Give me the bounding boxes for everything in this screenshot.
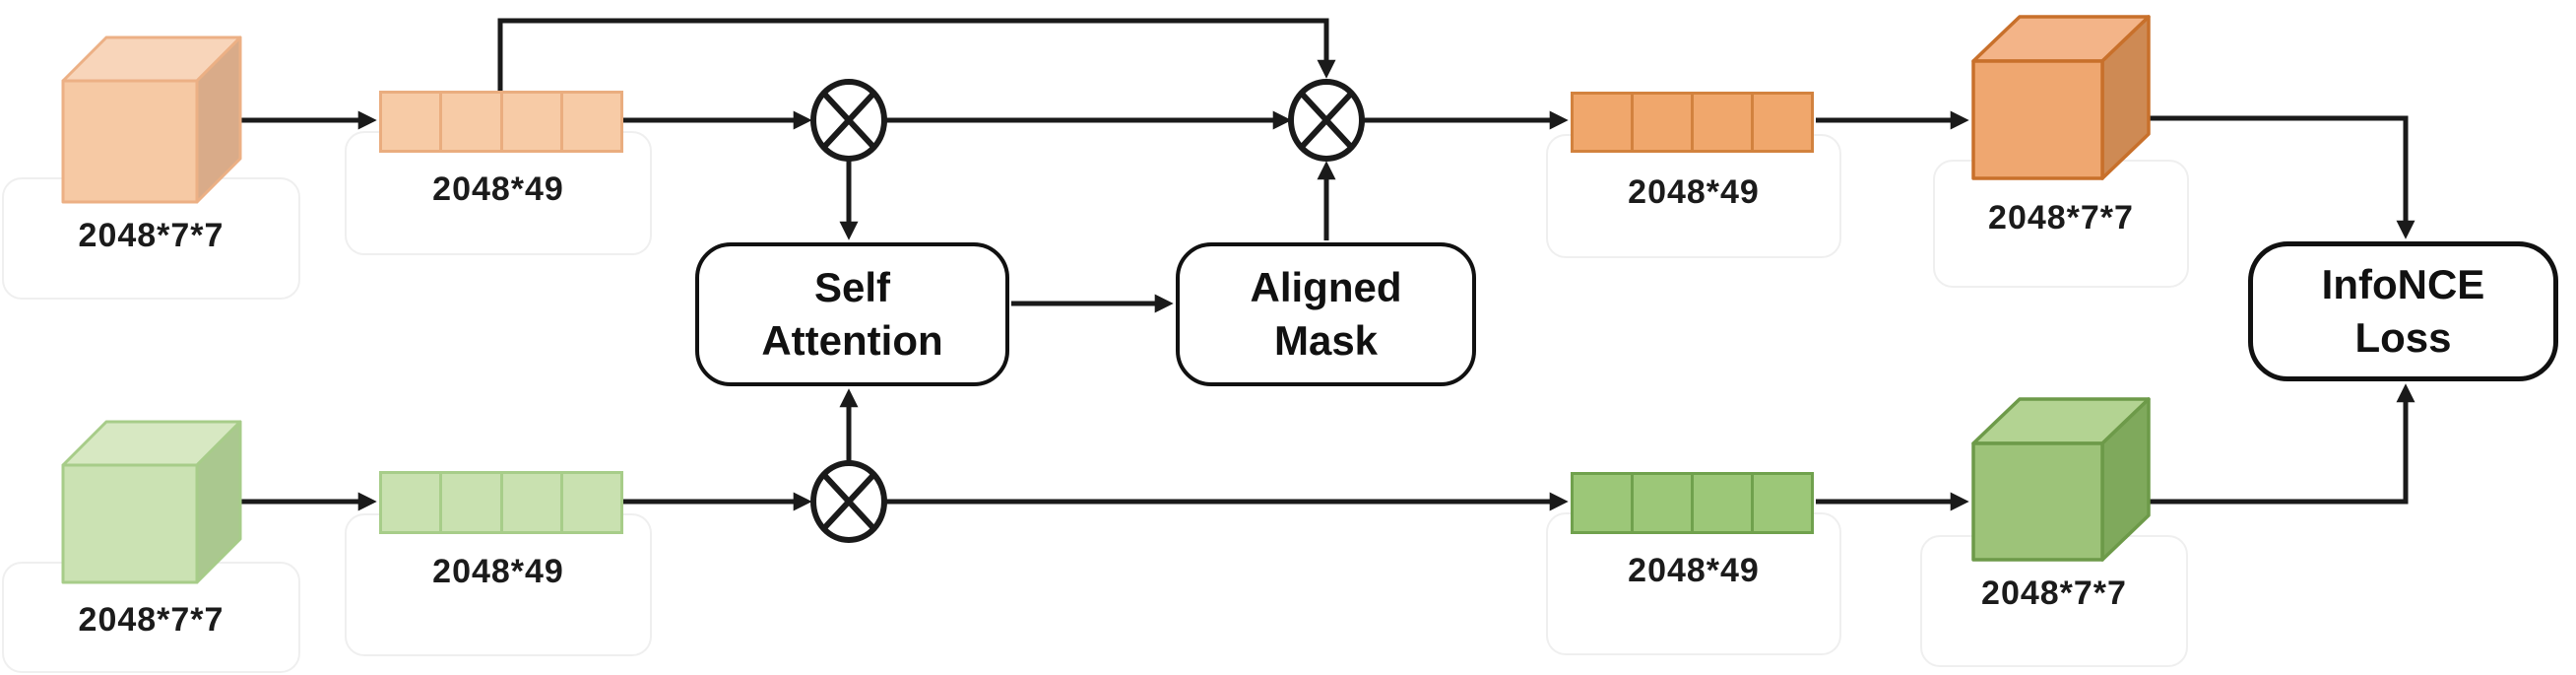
bar-cell [439, 94, 499, 150]
top-input-cube-icon [61, 35, 242, 204]
card-top-output-bar: 2048*49 [1546, 134, 1841, 258]
top-output-cube-icon [1971, 15, 2151, 180]
bottom-input-cube-icon [61, 420, 242, 584]
bar-cell [1691, 95, 1751, 150]
bar-cell [499, 474, 560, 531]
bar-cell [1631, 95, 1691, 150]
top-input-feature-bar [379, 91, 623, 153]
bottom-input-bar-dims: 2048*49 [432, 553, 564, 590]
arrow-top-cube-out-to-loss [2107, 115, 2415, 239]
bar-cell [559, 474, 620, 531]
multiply-operator-top-left-icon [810, 79, 887, 162]
top-output-feature-bar [1571, 92, 1814, 153]
card-bottom-output-bar: 2048*49 [1546, 512, 1841, 655]
infonce-loss-block: InfoNCE Loss [2248, 241, 2558, 381]
bar-cell [1574, 475, 1631, 531]
top-input-cube-dims: 2048*7*7 [78, 217, 225, 254]
infonce-loss-label: InfoNCE Loss [2321, 261, 2485, 361]
bar-cell [559, 94, 620, 150]
aligned-mask-label: Aligned Mask [1250, 264, 1402, 364]
bar-cell [382, 94, 439, 150]
multiply-operator-bottom-icon [810, 460, 887, 543]
self-attention-label: Self Attention [761, 264, 943, 364]
aligned-mask-block: Aligned Mask [1176, 242, 1476, 386]
bottom-input-feature-bar [379, 471, 623, 534]
self-attention-block: Self Attention [695, 242, 1009, 386]
bottom-output-cube-icon [1971, 397, 2151, 562]
bar-cell [1691, 475, 1751, 531]
bottom-output-cube-dims: 2048*7*7 [1981, 574, 2127, 612]
skip-connection-line [497, 18, 1336, 93]
bar-cell [499, 94, 560, 150]
bottom-output-feature-bar [1571, 472, 1814, 534]
card-bottom-input-bar: 2048*49 [345, 513, 652, 656]
top-output-bar-dims: 2048*49 [1628, 173, 1760, 211]
bar-cell [1574, 95, 1631, 150]
arrow-bottom-cube-out-to-loss [2107, 383, 2415, 505]
bar-cell [1631, 475, 1691, 531]
multiply-operator-top-right-icon [1288, 79, 1365, 162]
bar-cell [382, 474, 439, 531]
top-output-cube-dims: 2048*7*7 [1988, 199, 2134, 236]
bar-cell [439, 474, 499, 531]
bar-cell [1751, 95, 1811, 150]
bottom-input-cube-dims: 2048*7*7 [78, 601, 225, 639]
bar-cell [1751, 475, 1811, 531]
top-input-bar-dims: 2048*49 [432, 170, 564, 208]
bottom-output-bar-dims: 2048*49 [1628, 552, 1760, 589]
card-top-output-cube: 2048*7*7 [1933, 160, 2189, 288]
